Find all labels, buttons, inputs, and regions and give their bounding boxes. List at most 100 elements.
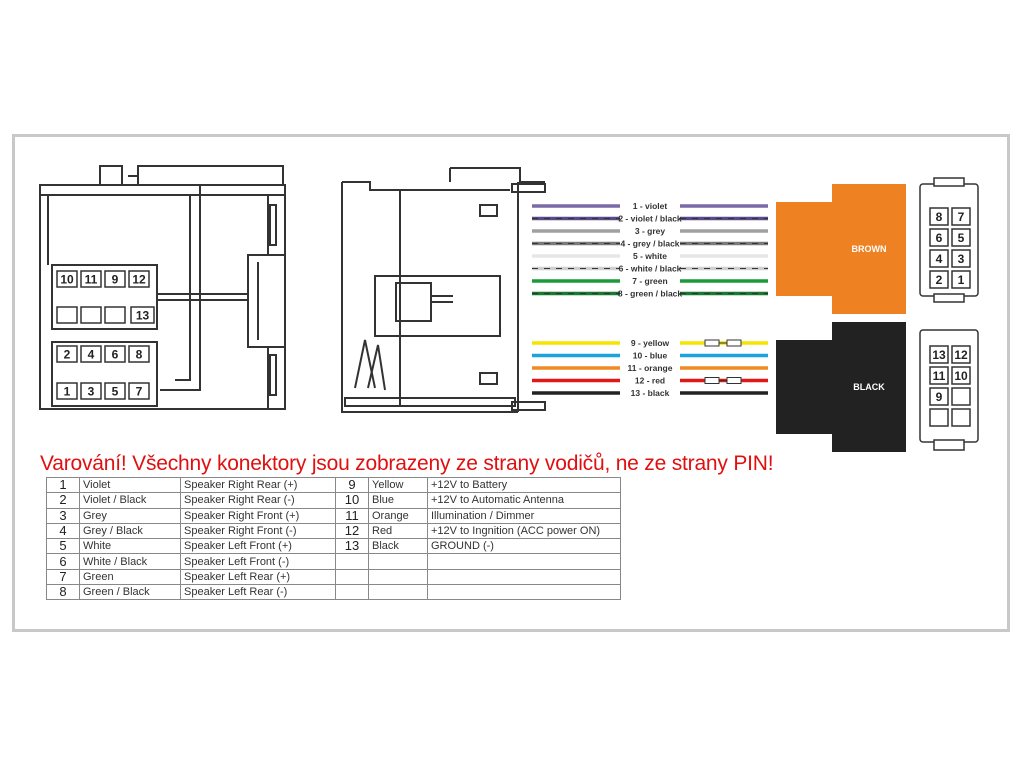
left-pin: 7	[128, 382, 150, 400]
table-cell-color: Grey	[79, 507, 181, 524]
pin-number: 8	[136, 348, 143, 362]
pin-number: 10	[60, 273, 74, 287]
inline-connector-icon	[704, 377, 742, 384]
brown-pin: 5	[951, 228, 971, 247]
warning-text: Varování! Všechny konektory jsou zobraze…	[40, 452, 774, 475]
table-cell-function2: GROUND (-)	[427, 538, 621, 555]
wire: 6 - white / black	[532, 264, 768, 274]
table-cell-function2	[427, 553, 621, 570]
table-cell-num: 6	[46, 553, 80, 570]
black-pin	[929, 408, 949, 427]
pin-number: 7	[958, 210, 965, 224]
black-pin	[951, 387, 971, 406]
black-pin: 13	[929, 345, 949, 364]
pin-number: 3	[88, 385, 95, 399]
table-cell-color: White / Black	[79, 553, 181, 570]
wire: 4 - grey / black	[532, 239, 768, 249]
brown-pin: 6	[929, 228, 949, 247]
table-cell-num2: 12	[335, 522, 369, 540]
table-cell-num2	[335, 584, 369, 601]
wire-label: 11 - orange	[628, 363, 673, 373]
table-cell-num: 8	[46, 584, 80, 601]
wire: 1 - violet	[532, 201, 768, 211]
table-cell-num2: 13	[335, 538, 369, 555]
left-pin: 4	[80, 345, 102, 363]
pin-number: 12	[954, 348, 968, 362]
left-pin: 1	[56, 382, 78, 400]
table-cell-function2: +12V to Battery	[427, 476, 621, 494]
pin-number: 3	[958, 252, 965, 266]
wire-label: 7 - green	[632, 276, 667, 286]
wire: 3 - grey	[532, 226, 768, 236]
left-pin: 13	[130, 306, 155, 324]
table-cell-color2	[368, 553, 428, 570]
wire: 10 - blue	[532, 351, 768, 361]
left-pin: 6	[104, 345, 126, 363]
table-cell-num2: 9	[335, 476, 369, 494]
table-cell-function2	[427, 584, 621, 601]
table-cell-color: Green	[79, 568, 181, 586]
brown-connector-body	[832, 184, 906, 314]
brown-pin: 4	[929, 249, 949, 268]
left-pin: 5	[104, 382, 126, 400]
brown-pin: 7	[951, 207, 971, 226]
wire-label: 9 - yellow	[631, 338, 670, 348]
table-cell-function: Speaker Left Rear (+)	[180, 568, 336, 586]
wire-label: 8 - green / black	[618, 289, 683, 299]
left-pin: 2	[56, 345, 78, 363]
left-connector-drawing	[39, 165, 286, 410]
pin-number: 10	[954, 369, 968, 383]
pin-number: 11	[85, 273, 98, 287]
table-cell-function2	[427, 568, 621, 586]
pin-number: 1	[958, 273, 965, 287]
pin-number: 4	[936, 252, 943, 266]
pin-number: 9	[112, 273, 119, 287]
table-cell-num: 2	[46, 492, 80, 509]
wire: 7 - green	[532, 276, 768, 286]
pin-number: 4	[88, 348, 95, 362]
pin-number: 2	[936, 273, 943, 287]
brown-pin: 3	[951, 249, 971, 268]
black-pin: 11	[929, 366, 949, 385]
brown-pin: 1	[951, 270, 971, 289]
table-cell-num2: 10	[335, 492, 369, 509]
brown-connector: BROWN	[776, 184, 906, 314]
table-cell-num: 4	[46, 522, 80, 540]
table-cell-color2: Yellow	[368, 476, 428, 494]
pin-number: 1	[64, 385, 71, 399]
pin-number: 8	[936, 210, 943, 224]
wire-label: 13 - black	[631, 388, 670, 398]
table-cell-function: Speaker Right Front (+)	[180, 507, 336, 524]
table-cell-color2: Orange	[368, 507, 428, 524]
wire: 8 - green / black	[532, 289, 768, 299]
table-cell-color2: Red	[368, 522, 428, 540]
table-cell-function2: +12V to Automatic Antenna	[427, 492, 621, 509]
wire-label: 4 - grey / black	[620, 239, 679, 249]
inline-connector-icon	[704, 339, 742, 347]
table-cell-function: Speaker Left Rear (-)	[180, 584, 336, 601]
pin-number: 13	[932, 348, 946, 362]
left-pin: 11	[80, 270, 102, 288]
wire: 2 - violet / black	[532, 214, 768, 224]
brown-connector-label: BROWN	[852, 244, 887, 254]
table-cell-num: 7	[46, 568, 80, 586]
table-cell-num: 1	[46, 476, 80, 494]
wire-label: 6 - white / black	[619, 264, 682, 274]
wire-label: 12 - red	[635, 376, 665, 386]
table-cell-color: Green / Black	[79, 584, 181, 601]
left-pin-empty	[80, 306, 102, 324]
black-pin: 10	[951, 366, 971, 385]
table-cell-function: Speaker Right Rear (+)	[180, 476, 336, 494]
wire: 13 - black	[532, 388, 768, 398]
brown-pin: 8	[929, 207, 949, 226]
table-cell-color2	[368, 584, 428, 601]
left-pin: 12	[128, 270, 150, 288]
pin-number: 5	[958, 231, 965, 245]
